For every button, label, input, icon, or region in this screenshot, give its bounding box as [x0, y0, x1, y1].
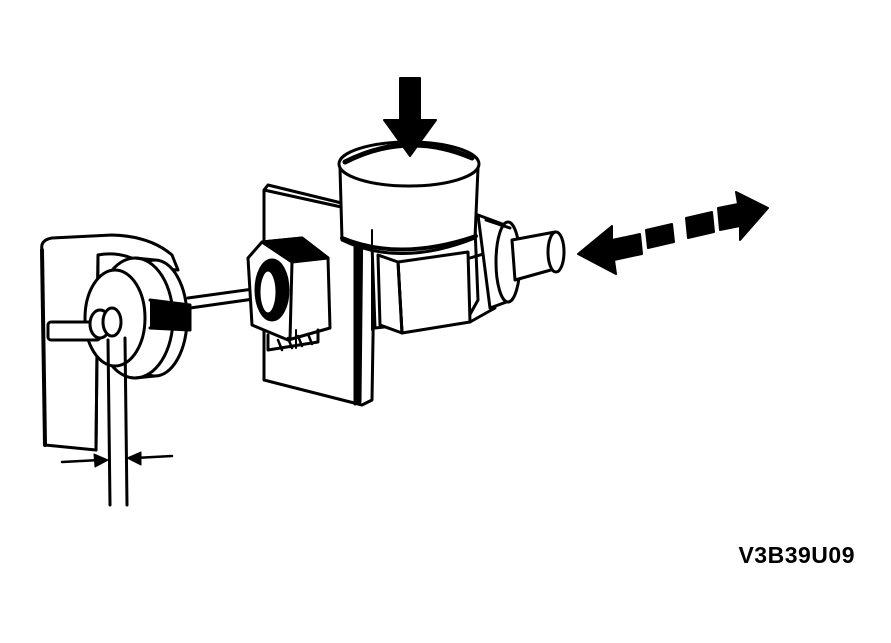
figure-code: V3B39U09 [738, 542, 855, 568]
adjusting-bolt [46, 306, 123, 342]
clearance-measurement [60, 336, 174, 507]
stop-light-switch [337, 140, 566, 335]
down-arrow-icon [383, 77, 437, 157]
double-headed-dashed-arrow-icon [577, 191, 769, 275]
switch-connector [246, 236, 332, 352]
detail-lines [295, 229, 373, 349]
